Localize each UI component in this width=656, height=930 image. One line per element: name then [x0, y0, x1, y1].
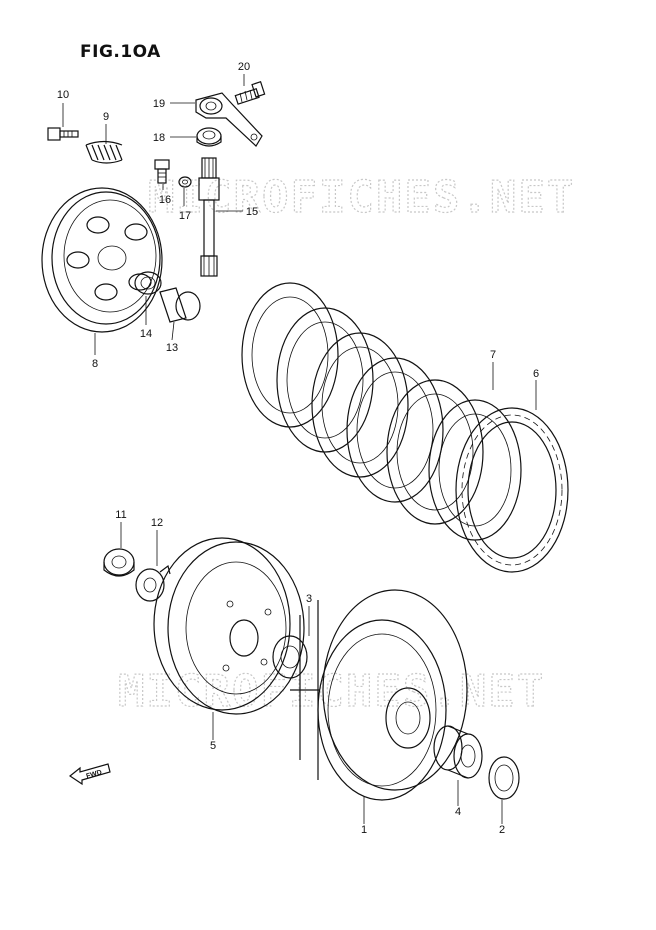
- part-19-release-arm-drawing: [195, 92, 263, 147]
- part-label-12: 12: [151, 517, 163, 529]
- part-label-3: 3: [306, 593, 312, 605]
- part-label-2: 2: [499, 824, 505, 836]
- part-17-washer-drawing: [178, 176, 192, 188]
- part-4-needle-bearing-drawing: [433, 725, 483, 779]
- part-label-7: 7: [490, 349, 496, 361]
- part-label-9: 9: [103, 111, 109, 123]
- fwd-label: FWD: [86, 769, 103, 780]
- part-label-17: 17: [179, 210, 191, 222]
- part-8-pressure-plate-drawing: [41, 187, 163, 333]
- part-18-nut-drawing: [196, 127, 222, 147]
- part-1-clutch-housing-drawing: [290, 589, 468, 801]
- part-label-20: 20: [238, 61, 250, 73]
- part-2-thrust-washer-drawing: [488, 756, 520, 800]
- fwd-arrow-icon: FWD: [68, 763, 111, 786]
- part-13-push-piece-drawing: [159, 287, 201, 323]
- part-label-5: 5: [210, 740, 216, 752]
- part-16-screw-drawing: [154, 159, 170, 184]
- part-label-13: 13: [166, 342, 178, 354]
- part-label-15: 15: [246, 206, 258, 218]
- watermark-bottom: MICROFICHES.NET: [118, 666, 545, 717]
- part-label-19: 19: [153, 98, 165, 110]
- part-11-nut-drawing: [103, 548, 135, 577]
- figure-title: FIG.1OA: [80, 42, 161, 62]
- part-6-friction-plate-drawing: [455, 407, 569, 573]
- part-label-1: 1: [361, 824, 367, 836]
- leader-lines: [62, 74, 537, 824]
- part-label-10: 10: [57, 89, 69, 101]
- part-10-bolt-drawing: [47, 127, 79, 141]
- part-5-sleeve-hub-drawing: [153, 537, 305, 715]
- part-label-16: 16: [159, 194, 171, 206]
- part-12-lock-washer-drawing: [135, 564, 171, 602]
- part-label-4: 4: [455, 806, 461, 818]
- part-15-release-shaft-drawing: [198, 157, 220, 277]
- part-label-6: 6: [533, 368, 539, 380]
- part-9-spring-drawing: [85, 140, 123, 164]
- watermark-top: MICROFICHES.NET: [148, 172, 575, 223]
- part-14-bearing-drawing: [134, 271, 162, 295]
- part-label-14: 14: [140, 328, 152, 340]
- part-label-11: 11: [115, 509, 126, 521]
- part-3-washer-drawing: [272, 635, 308, 679]
- part-label-18: 18: [153, 132, 165, 144]
- part-number-labels: 20 19 18 15 16 17 10 9 8 14 13 7 6 11 12…: [57, 61, 539, 836]
- part-20-bolt-drawing: [234, 81, 266, 105]
- part-7-clutch-plate-stack-drawing: [241, 282, 522, 541]
- part-label-8: 8: [92, 358, 98, 370]
